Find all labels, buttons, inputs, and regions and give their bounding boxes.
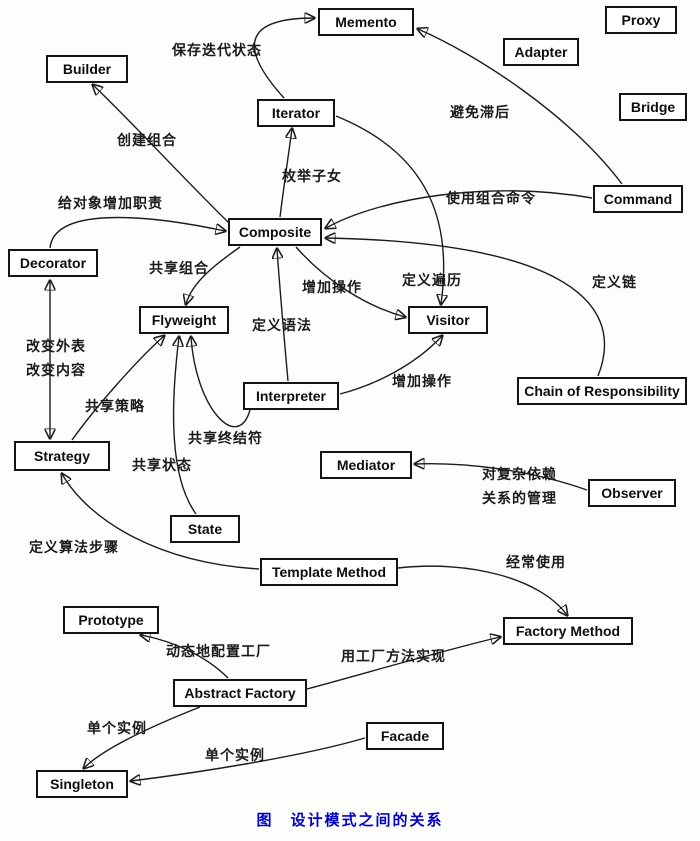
node-decorator: Decorator — [8, 249, 98, 277]
edge-label-share-terminals: 共享终结符 — [188, 430, 263, 446]
edge-interpreter-to-visitor — [339, 336, 442, 395]
edge-label-define-algorithm-steps: 定义算法步骤 — [29, 539, 119, 555]
edge-facade-to-singleton — [131, 737, 366, 781]
node-facade: Facade — [366, 722, 444, 750]
edge-decorator-to-composite — [49, 216, 225, 249]
edge-label-share-strategies: 共享策略 — [85, 398, 145, 414]
edge-abstract-factory-to-singleton — [84, 706, 201, 768]
edge-label-enumerate-children: 枚举子女 — [282, 168, 342, 184]
node-flyweight: Flyweight — [139, 306, 229, 334]
edge-iterator-to-memento — [253, 18, 314, 99]
edge-abstract-factory-to-prototype — [141, 635, 229, 679]
edge-label-configure-factory-dynamically: 动态地配置工厂 — [166, 643, 271, 659]
edge-label-define-traversal: 定义遍历 — [402, 272, 462, 288]
node-visitor: Visitor — [408, 306, 488, 334]
edge-command-to-memento — [418, 29, 623, 185]
node-proxy: Proxy — [605, 6, 677, 34]
edge-state-to-flyweight — [174, 337, 197, 515]
edge-template-to-strategy — [62, 474, 260, 570]
edge-label-implement-with-factory-method: 用工厂方法实现 — [341, 648, 446, 664]
node-memento: Memento — [318, 8, 414, 36]
node-mediator: Mediator — [320, 451, 412, 479]
node-strategy: Strategy — [14, 441, 110, 471]
node-prototype: Prototype — [63, 606, 159, 634]
edge-label-single-instance-right: 单个实例 — [205, 747, 265, 763]
edge-observer-to-mediator — [415, 464, 588, 491]
edge-label-single-instance-left: 单个实例 — [87, 720, 147, 736]
edge-chain-to-composite — [326, 238, 606, 377]
node-composite: Composite — [228, 218, 322, 246]
node-template-method: Template Method — [260, 558, 398, 586]
edge-label-use-composite-commands: 使用组合命令 — [446, 190, 536, 206]
edge-label-relationship-management: 关系的管理 — [482, 490, 557, 506]
edge-label-define-grammar: 定义语法 — [252, 317, 312, 333]
edge-composite-to-builder — [93, 85, 230, 224]
edge-label-save-iteration-state: 保存迭代状态 — [172, 42, 262, 58]
edge-label-add-operations-lower: 增加操作 — [392, 373, 452, 389]
node-chain-of-responsibility: Chain of Responsibility — [517, 377, 687, 405]
node-builder: Builder — [46, 55, 128, 83]
edge-interpreter-to-flyweight — [191, 337, 251, 428]
edge-label-often-used: 经常使用 — [506, 554, 566, 570]
node-command: Command — [593, 185, 683, 213]
node-factory-method: Factory Method — [503, 617, 633, 645]
node-adapter: Adapter — [503, 38, 579, 66]
edge-command-to-composite — [326, 190, 593, 228]
edge-label-avoid-hysteresis: 避免滞后 — [450, 104, 510, 120]
figure-caption: 图 设计模式之间的关系 — [256, 812, 444, 829]
edge-label-change-content: 改变内容 — [26, 362, 86, 378]
edge-strategy-to-flyweight — [71, 336, 164, 441]
edge-label-add-operations-upper: 增加操作 — [302, 279, 362, 295]
edge-iterator-to-visitor — [335, 115, 444, 304]
edge-composite-to-visitor — [295, 246, 405, 317]
edge-label-add-responsibilities: 给对象增加职责 — [58, 195, 163, 211]
edge-label-share-states: 共享状态 — [132, 457, 192, 473]
edge-label-change-appearance: 改变外表 — [26, 338, 86, 354]
node-interpreter: Interpreter — [243, 382, 339, 410]
edge-template-to-factory-method — [397, 565, 567, 615]
edge-label-define-chain: 定义链 — [592, 274, 637, 290]
edge-label-complex-dependency: 对复杂依赖 — [482, 466, 557, 482]
node-iterator: Iterator — [257, 99, 335, 127]
edge-abstract-factory-to-factory-method — [306, 637, 500, 690]
edge-label-create-composites: 创建组合 — [117, 132, 177, 148]
edge-composite-to-flyweight — [186, 246, 241, 304]
node-observer: Observer — [588, 479, 676, 507]
edge-interpreter-to-composite — [277, 249, 289, 382]
node-singleton: Singleton — [36, 770, 128, 798]
node-abstract-factory: Abstract Factory — [173, 679, 307, 707]
node-state: State — [170, 515, 240, 543]
edge-label-share-composites: 共享组合 — [149, 260, 209, 276]
edge-composite-to-iterator — [279, 129, 292, 218]
node-bridge: Bridge — [619, 93, 687, 121]
